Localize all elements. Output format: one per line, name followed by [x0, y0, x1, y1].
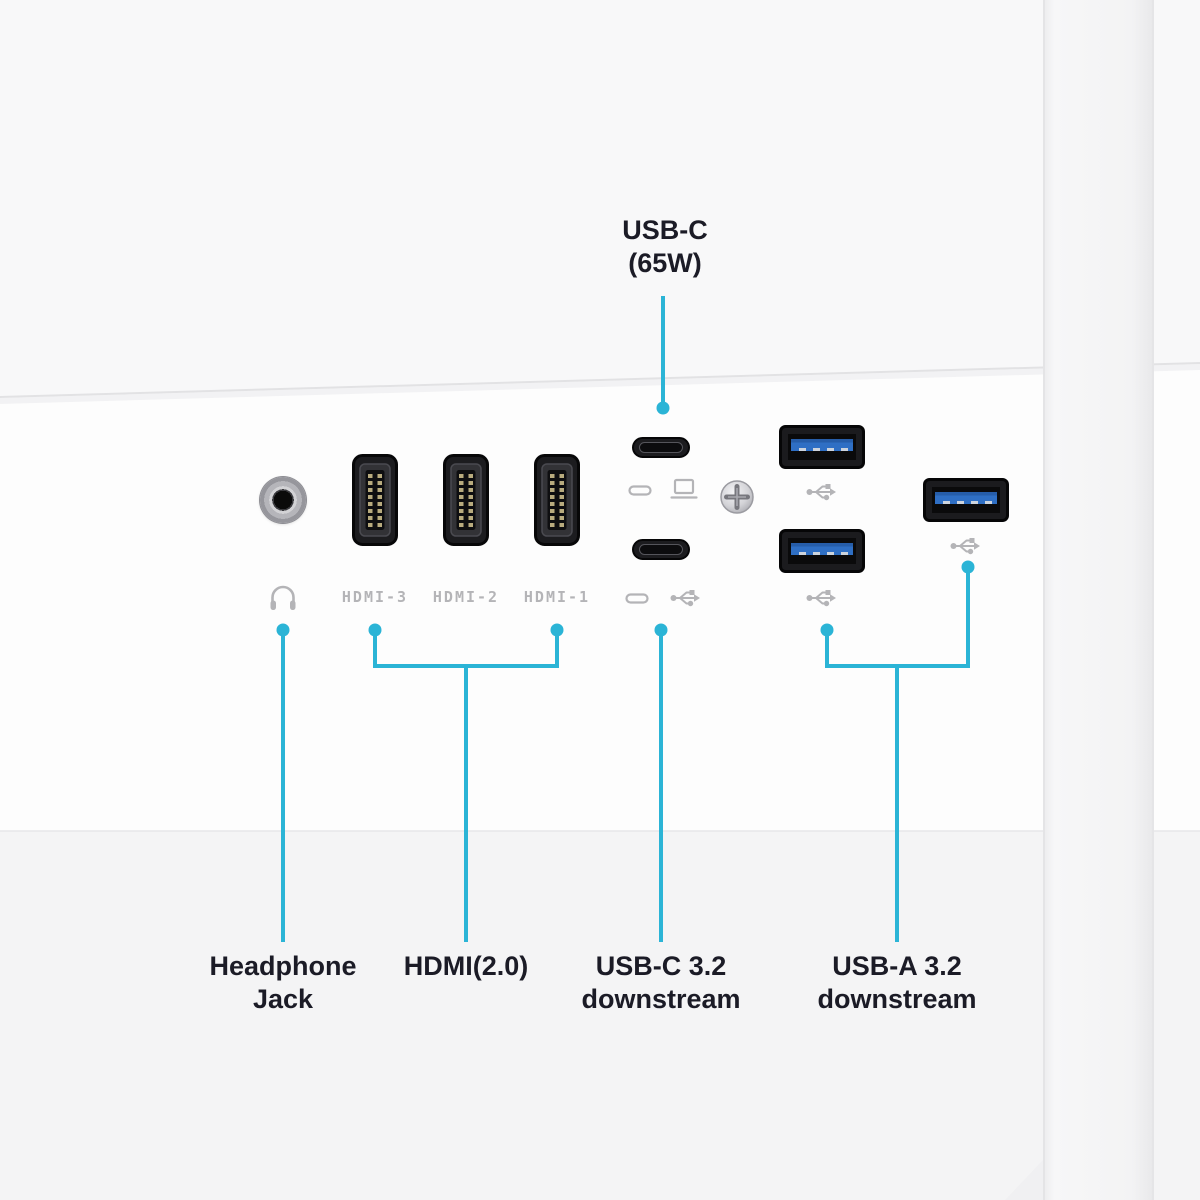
- label-line: USB-A 3.2: [832, 951, 962, 981]
- callout-line-usb-c-power: [661, 296, 665, 404]
- callout-line-usb-c-downstream: [659, 630, 663, 942]
- hdmi-port-1: [534, 454, 580, 546]
- usb-a-port-1: [779, 425, 865, 469]
- usb-trident-icon: [669, 589, 701, 608]
- usb-c-power-port: [632, 437, 690, 458]
- callout-label-usb-c-downstream: USB-C 3.2 downstream: [581, 950, 740, 1016]
- laptop-icon: [670, 478, 698, 499]
- usb-trident-icon: [805, 483, 837, 502]
- usb-c-downstream-port: [632, 539, 690, 560]
- callout-label-headphone: Headphone Jack: [209, 950, 356, 1016]
- label-line: Jack: [252, 984, 314, 1014]
- label-line: USB-C 3.2: [595, 951, 727, 981]
- headphone-jack-port: [260, 477, 306, 523]
- usb-trident-icon: [949, 537, 981, 556]
- callout-stub-hdmi-3: [373, 630, 377, 668]
- callout-dot-usb-c-power: [656, 401, 670, 415]
- usb-c-pill-icon: [625, 593, 649, 604]
- callout-stub-usb-a-right: [966, 567, 970, 668]
- label-line: downstream: [581, 984, 741, 1014]
- label-line: (65W): [628, 248, 702, 278]
- screw-icon: [720, 480, 754, 514]
- callout-label-usb-c-power: USB-C (65W): [622, 214, 708, 280]
- callout-stub-usb-a-left: [825, 630, 829, 668]
- port-label-hdmi-2: HDMI-2: [432, 588, 500, 606]
- callout-label-hdmi: HDMI(2.0): [404, 950, 529, 983]
- usb-a-port-2: [779, 529, 865, 573]
- callout-line-hdmi: [464, 664, 468, 942]
- port-label-hdmi-1: HDMI-1: [523, 588, 591, 606]
- callout-stub-hdmi-1: [555, 630, 559, 668]
- usb-a-port-3: [923, 478, 1009, 522]
- usb-c-pill-icon: [628, 485, 652, 496]
- callout-label-usb-a-downstream: USB-A 3.2 downstream: [817, 950, 976, 1016]
- label-line: Headphone: [209, 951, 357, 981]
- callout-line-headphone: [281, 630, 285, 942]
- label-line: USB-C: [622, 215, 708, 245]
- hdmi-port-2: [443, 454, 489, 546]
- callout-line-usb-a: [895, 664, 899, 942]
- hdmi-port-3: [352, 454, 398, 546]
- label-line: HDMI(2.0): [403, 951, 529, 981]
- label-line: downstream: [817, 984, 977, 1014]
- usb-trident-icon: [805, 589, 837, 608]
- headphone-icon: [269, 585, 297, 611]
- port-label-hdmi-3: HDMI-3: [341, 588, 409, 606]
